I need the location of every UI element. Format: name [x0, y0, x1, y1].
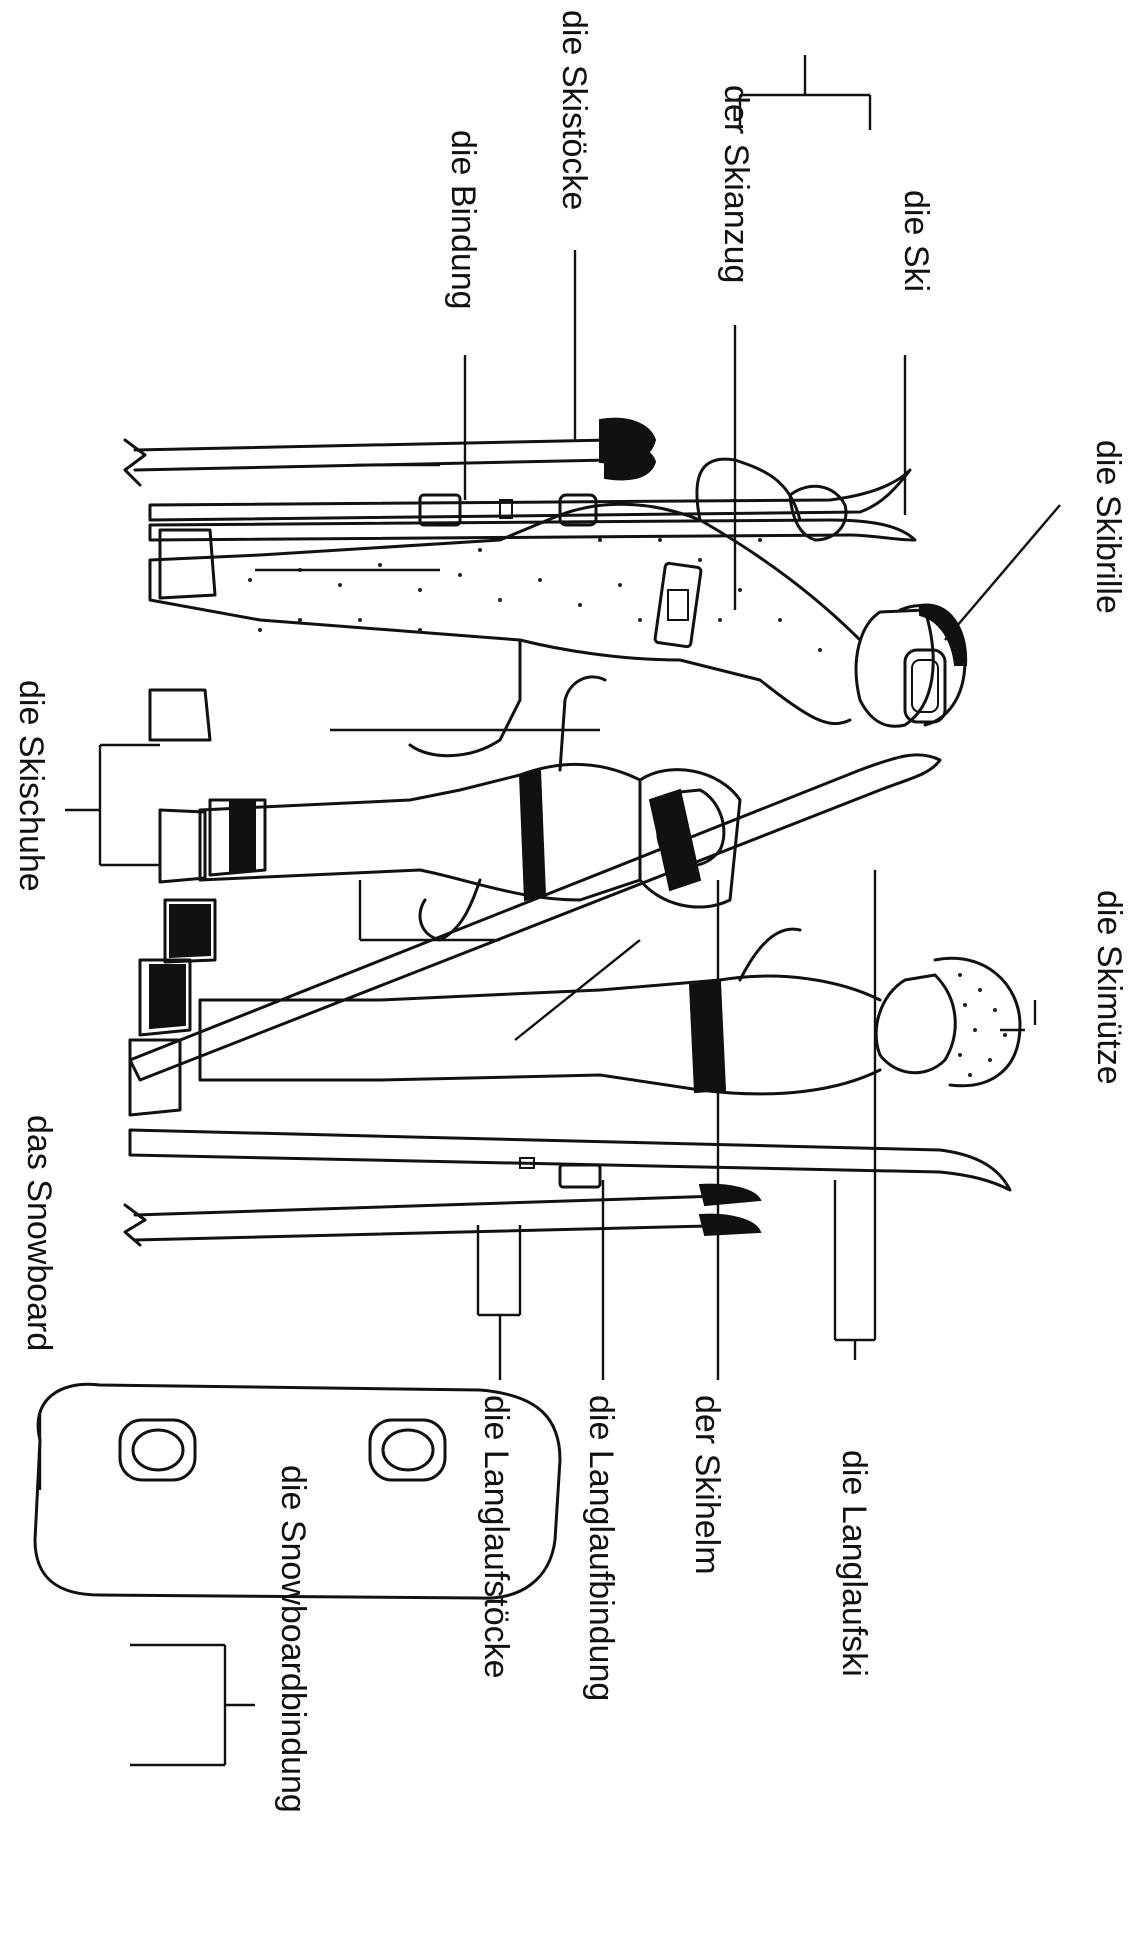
label-langlaufbindung: die Langlaufbindung — [582, 1395, 620, 1701]
label-snowboard: das Snowboard — [20, 1115, 58, 1351]
skier-1-face — [856, 610, 933, 726]
label-langlaufski: die Langlaufski — [835, 1450, 873, 1677]
cross-country-skis — [130, 1130, 1010, 1190]
ski-boot-icon — [160, 810, 205, 882]
binding-icon — [420, 495, 460, 525]
label-skibrille: die Skibrille — [1089, 440, 1127, 614]
label-skihelm: der Skihelm — [688, 1395, 726, 1575]
skier-3-figure — [130, 929, 1020, 1115]
label-snowboardbindung: die Snowboardbindung — [274, 1465, 312, 1813]
label-skianzug: der Skianzug — [717, 85, 755, 283]
xc-binding-icon — [560, 1165, 600, 1187]
label-skistoecke: die Skistöcke — [555, 10, 593, 210]
cross-country-poles — [125, 1185, 760, 1245]
label-skimuetze: die Skimütze — [1090, 890, 1128, 1085]
skier-3-jacket — [200, 976, 880, 1094]
illustration — [35, 419, 1020, 1598]
snowboard-binding-1 — [120, 1420, 195, 1480]
label-ski: die Ski — [897, 190, 935, 292]
label-skischuhe: die Skischuhe — [12, 680, 50, 892]
snowboard-binding-2 — [370, 1420, 445, 1480]
label-bindung: die Bindung — [444, 130, 482, 310]
beanie-icon — [935, 958, 1020, 1085]
label-connectors — [40, 250, 1060, 1765]
skier-2-figure — [160, 677, 740, 962]
label-langlaufstoecke: die Langlaufstöcke — [477, 1395, 515, 1679]
skier-3-face — [876, 975, 955, 1073]
